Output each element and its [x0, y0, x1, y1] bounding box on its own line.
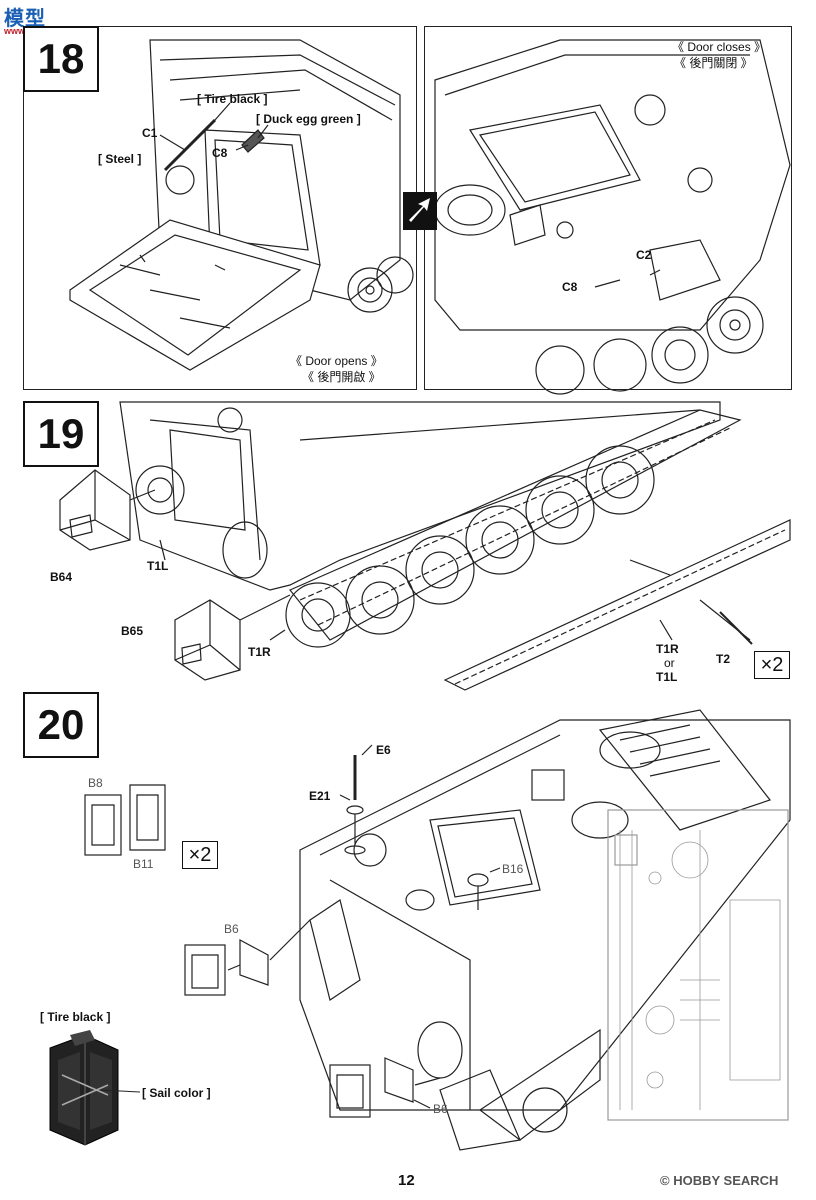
watermark-brand: © HOBBY SEARCH [660, 1173, 778, 1188]
label-c2: C2 [636, 248, 652, 262]
step-18-number: 18 [23, 26, 99, 92]
label-b16: B16 [502, 862, 524, 876]
label-door-opens-en: 《 Door opens 》 [290, 354, 383, 368]
label-door-opens-zh: 《 後門開啟 》 [302, 370, 381, 384]
label-t1l-alt: T1L [656, 670, 678, 684]
label-t2: T2 [716, 652, 731, 666]
label-e6: E6 [376, 743, 391, 757]
label-b6-top: B6 [224, 922, 239, 936]
watermark-logo: 模型 [4, 2, 46, 31]
label-t1r: T1R [248, 645, 271, 659]
step-18-right-panel [424, 26, 792, 390]
step-19-number: 19 [23, 401, 99, 467]
label-c8-right: C8 [562, 280, 578, 294]
label-b64: B64 [50, 570, 73, 584]
label-b65: B65 [121, 624, 144, 638]
label-t1l: T1L [147, 559, 169, 573]
label-tire-black-18: [ Tire black ] [197, 92, 268, 106]
label-steel: [ Steel ] [98, 152, 142, 166]
watermark-title: 模型 [4, 8, 46, 30]
label-c8-left: C8 [212, 146, 228, 160]
label-b11: B11 [133, 857, 154, 871]
label-c1: C1 [142, 126, 158, 140]
label-b8: B8 [88, 776, 103, 790]
multiplier-x2-20: ×2 [182, 841, 218, 869]
label-door-closes-zh: 《 後門關閉 》 [674, 56, 753, 70]
copyright-mark: © [660, 1173, 670, 1188]
label-duck-egg-green: [ Duck egg green ] [256, 112, 361, 126]
label-t1r-or: T1R [656, 642, 679, 656]
multiplier-x2-19: ×2 [754, 651, 790, 679]
label-or: or [664, 656, 675, 670]
label-sail-color: [ Sail color ] [142, 1086, 211, 1100]
label-tire-black-20: [ Tire black ] [40, 1010, 111, 1024]
label-door-closes-en: 《 Door closes 》 [672, 40, 767, 54]
step-20-number: 20 [23, 692, 99, 758]
page-number: 12 [398, 1172, 415, 1189]
brand-text: HOBBY SEARCH [673, 1173, 779, 1188]
label-b6-bottom: B6 [433, 1102, 448, 1116]
label-e21: E21 [309, 789, 331, 803]
